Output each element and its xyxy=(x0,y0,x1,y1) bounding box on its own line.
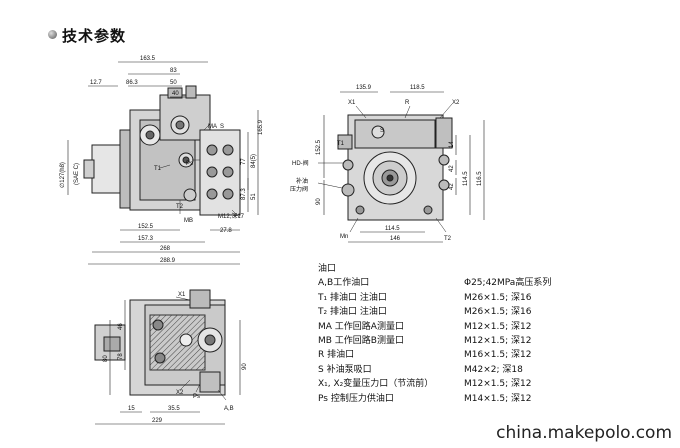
port-s: S xyxy=(220,124,224,130)
section-bullet-icon xyxy=(48,30,57,39)
spec-row: MA 工作回路A测量口 M12×1.5; 深12 xyxy=(318,320,551,334)
port-t1: T1 xyxy=(154,166,162,172)
spec-port-value: M26×1.5; 深16 xyxy=(464,307,532,318)
spec-port-label: A,B工作油口 xyxy=(318,278,370,289)
watermark: china.makepolo.com xyxy=(496,423,672,443)
port-t2: T2 xyxy=(176,204,184,210)
side-t2: T2 xyxy=(444,236,452,242)
front-dim-86: 86.3 xyxy=(126,80,138,86)
spec-row: T₁ 排油口 注油口 M26×1.5; 深16 xyxy=(318,291,551,305)
spec-port-label: S 补油泵吸口 xyxy=(318,364,372,375)
side-dim-135: 135.9 xyxy=(356,85,372,91)
front-dim-40: 40 xyxy=(172,91,179,97)
side-s: S xyxy=(380,128,384,134)
spec-row: A,B工作油口 Φ25;42MPa高压系列 xyxy=(318,276,551,290)
front-dim-m12: M12,深17 xyxy=(218,212,245,220)
side-dim-14: 14 xyxy=(449,141,455,148)
spec-port-value: M12×1.5; 深12 xyxy=(464,336,532,347)
front-dim-50: 50 xyxy=(170,80,177,86)
front-view xyxy=(67,61,259,265)
spec-row: T₂ 排油口 注油口 M26×1.5; 深16 xyxy=(318,305,551,319)
front-dim-288: 288.9 xyxy=(160,258,176,264)
side-t1: T1 xyxy=(337,141,345,147)
spec-row: R 排油口 M16×1.5; 深12 xyxy=(318,348,551,362)
port-ps: Ps xyxy=(186,161,193,167)
front-dim-87: 87.3 xyxy=(241,188,247,200)
spec-port-label: R 排油口 xyxy=(318,350,355,361)
front-dim-268: 268 xyxy=(160,246,171,252)
front-view-labels: 163.5 83 86.3 50 12.7 40 165.9 77 84(5) … xyxy=(59,56,264,264)
side-dim-bottom-114: 114.5 xyxy=(385,226,400,232)
bottom-dim-80: 80 xyxy=(103,355,109,362)
front-dim-84: 84(5) xyxy=(251,154,257,168)
side-dim-146: 146 xyxy=(390,236,401,242)
front-dim-51: 51 xyxy=(251,193,257,200)
spec-port-label: T₁ 排油口 注油口 xyxy=(318,292,387,303)
spec-row: MB 工作回路B测量口 M12×1.5; 深12 xyxy=(318,334,551,348)
bottom-view xyxy=(94,289,241,425)
side-view xyxy=(317,91,485,243)
port-mb: MB xyxy=(184,218,193,224)
spec-port-label: Ps 控制压力供油口 xyxy=(318,393,394,404)
side-dim-116: 116.5 xyxy=(477,171,483,186)
spec-row: Ps 控制压力供油口 M14×1.5; 深12 xyxy=(318,392,551,406)
bottom-dim-229: 229 xyxy=(152,418,163,424)
side-view-labels: 135.9 118.5 X1 R X2 T1 HD-阀 补油 压力阀 152.5… xyxy=(290,85,483,242)
side-dim-90: 90 xyxy=(316,198,322,205)
side-dim-118: 118.5 xyxy=(410,85,425,91)
port-ma: MA xyxy=(208,124,217,130)
spec-port-label: X₁, X₂变量压力口（节流前） xyxy=(318,379,434,390)
spec-port-value: M12×1.5; 深12 xyxy=(464,321,532,332)
port-spec-table: 油口 A,B工作油口 Φ25;42MPa高压系列 T₁ 排油口 注油口 M26×1.5… xyxy=(318,262,551,406)
bottom-ps: Ps xyxy=(193,394,200,400)
side-dim-152: 152.5 xyxy=(316,139,322,155)
bottom-dim-78: 78 xyxy=(118,353,124,360)
bottom-view-labels: X1 X2 Ps A,B 46 78 80 90 15 35.5 229 xyxy=(103,292,248,424)
bottom-dim-35: 35.5 xyxy=(168,406,180,412)
side-mn: Mn xyxy=(340,234,348,240)
front-dim-83: 83 xyxy=(170,68,177,74)
side-x1: X1 xyxy=(348,100,356,106)
front-dim-152: 152.5 xyxy=(138,224,154,230)
bottom-dim-46: 46 xyxy=(118,323,124,330)
spec-port-value: M16×1.5; 深12 xyxy=(464,350,532,361)
side-relief: 压力阀 xyxy=(290,185,308,193)
front-dim-12: 12.7 xyxy=(90,80,102,86)
side-dim-114: 114.5 xyxy=(463,171,469,186)
side-hd-valve: HD-阀 xyxy=(292,159,309,167)
front-dim-157: 157.3 xyxy=(138,236,154,242)
front-shaft-sae: (SAE C) xyxy=(74,163,80,185)
spec-header: 油口 xyxy=(318,264,337,274)
bottom-x2: X2 xyxy=(176,390,184,396)
spec-port-value: M12×1.5; 深12 xyxy=(464,379,532,390)
side-charge: 补油 xyxy=(296,177,308,185)
spec-port-value: M42×2; 深18 xyxy=(464,364,523,375)
side-dim-42b: 42 xyxy=(449,183,455,190)
side-dim-42a: 42 xyxy=(449,165,455,172)
spec-row: S 补油泵吸口 M42×2; 深18 xyxy=(318,363,551,377)
spec-port-value: M26×1.5; 深16 xyxy=(464,292,532,303)
page-title: 技术参数 xyxy=(62,27,127,45)
bottom-dim-15: 15 xyxy=(128,406,135,412)
bottom-x1: X1 xyxy=(178,292,186,298)
spec-port-value: Φ25;42MPa高压系列 xyxy=(464,278,552,289)
front-dim-163: 163.5 xyxy=(140,56,156,62)
bottom-dim-90: 90 xyxy=(242,363,248,370)
spec-port-label: MB 工作回路B测量口 xyxy=(318,336,404,347)
spec-port-label: MA 工作回路A测量口 xyxy=(318,321,404,332)
front-shaft-dia: ∅127(h8) xyxy=(59,162,66,188)
spec-port-value: M14×1.5; 深12 xyxy=(464,393,532,404)
bottom-ab: A,B xyxy=(224,406,234,412)
front-dim-27: 27.8 xyxy=(220,228,232,234)
front-dim-77: 77 xyxy=(241,158,247,165)
spec-port-label: T₂ 排油口 注油口 xyxy=(318,307,387,318)
side-x2: X2 xyxy=(452,100,460,106)
side-r: R xyxy=(405,100,410,106)
spec-row: X₁, X₂变量压力口（节流前） M12×1.5; 深12 xyxy=(318,377,551,391)
front-dim-165: 165.9 xyxy=(258,119,264,135)
